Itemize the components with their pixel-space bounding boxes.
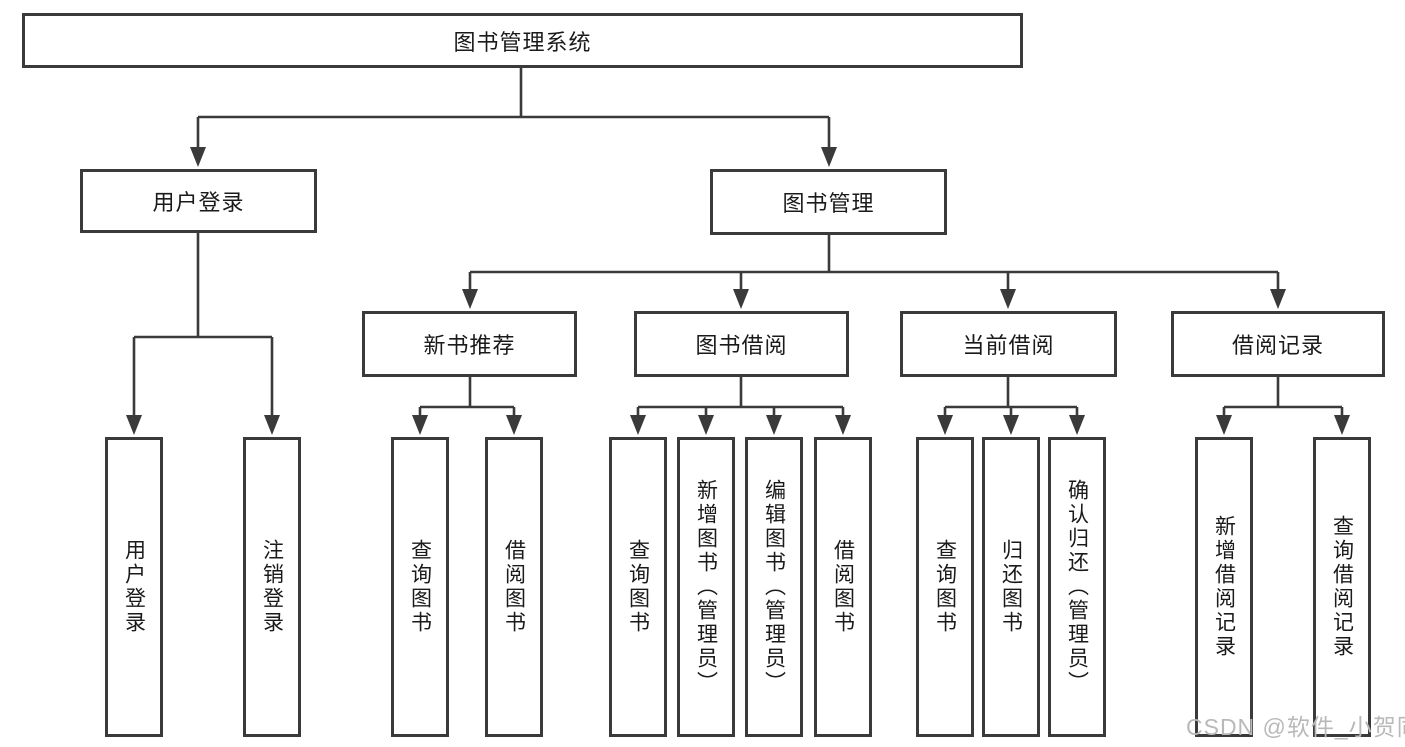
leaf-add-book-admin: 新增图书（管理员）	[677, 437, 735, 737]
leaf-confirm-return-admin: 确认归还（管理员）	[1048, 437, 1106, 737]
csdn-watermark: CSDN @软件_小贺同学	[1186, 714, 1405, 740]
node-new-book-recommendation: 新书推荐	[362, 311, 577, 377]
leaf-logout: 注销登录	[243, 437, 301, 737]
leaf-query-borrow-record: 查询借阅记录	[1313, 437, 1371, 737]
leaf-borrow-books-borrowing: 借阅图书	[814, 437, 872, 737]
leaf-borrow-books-recommend: 借阅图书	[485, 437, 543, 737]
leaf-edit-book-admin: 编辑图书（管理员）	[745, 437, 803, 737]
node-user-login: 用户登录	[80, 169, 317, 233]
leaf-user-login: 用户登录	[105, 437, 163, 737]
leaf-query-books-current: 查询图书	[916, 437, 974, 737]
leaf-query-books-borrowing: 查询图书	[609, 437, 667, 737]
leaf-add-borrow-record: 新增借阅记录	[1195, 437, 1253, 737]
node-book-management: 图书管理	[710, 169, 947, 235]
node-book-borrowing: 图书借阅	[634, 311, 849, 377]
node-borrowing-records: 借阅记录	[1171, 311, 1385, 377]
leaf-return-book: 归还图书	[982, 437, 1040, 737]
leaf-query-books-recommend: 查询图书	[391, 437, 449, 737]
node-current-borrowing: 当前借阅	[900, 311, 1117, 377]
node-library-management-system: 图书管理系统	[22, 13, 1023, 68]
